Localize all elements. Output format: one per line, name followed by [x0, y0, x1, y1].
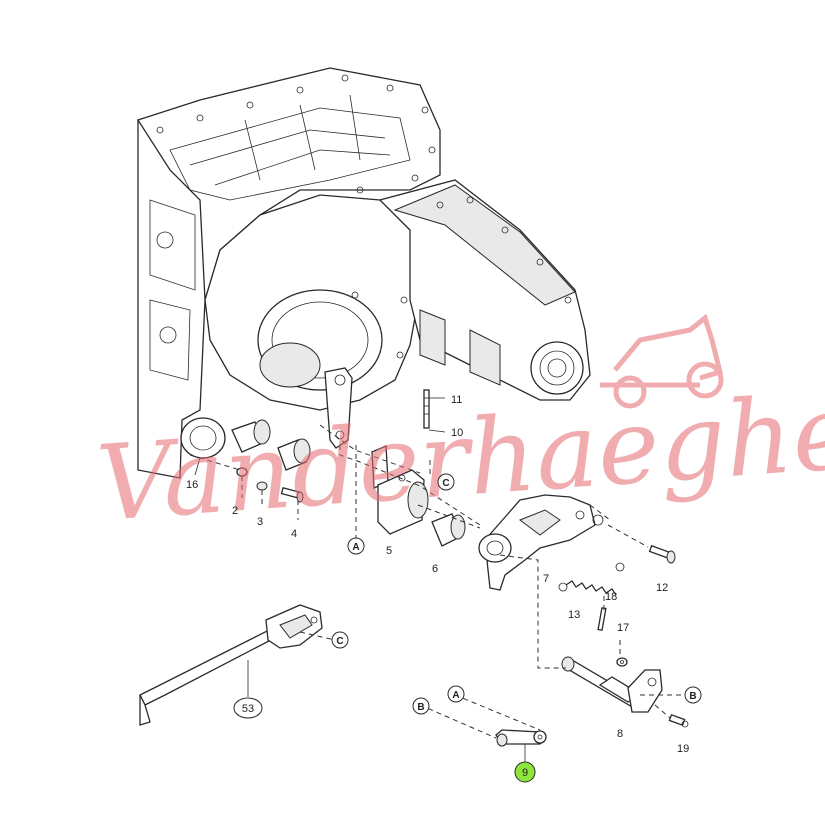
part-12-bolt	[648, 544, 676, 564]
bushing-right	[277, 438, 311, 471]
svg-text:A: A	[452, 690, 459, 701]
callout-B-right: B	[684, 686, 702, 704]
callout-C-lower: C	[331, 631, 349, 649]
label-10: 10	[451, 427, 463, 439]
label-17: 17	[617, 622, 629, 634]
label-19: 19	[677, 743, 689, 755]
svg-text:B: B	[689, 691, 696, 702]
label-6: 6	[432, 563, 438, 575]
callout-A-lower: A	[447, 685, 465, 703]
label-53-badge: 53	[233, 660, 263, 719]
label-18: 18	[605, 591, 617, 603]
highlight-circle[interactable]	[514, 761, 536, 783]
callout-C-upper: C	[437, 473, 455, 491]
label-3: 3	[257, 516, 263, 528]
svg-text:C: C	[336, 636, 343, 647]
label-16: 16	[186, 479, 198, 491]
label-9: 9	[522, 767, 528, 779]
svg-text:C: C	[442, 478, 449, 489]
callouts: A C C B B A	[331, 473, 702, 715]
part-labels: 16 2 3 4 5 6 7 8 10 11 12 13 17 18 19	[186, 394, 689, 755]
part-17-washer	[616, 657, 628, 667]
label-4: 4	[291, 528, 297, 540]
part-13-pin	[597, 607, 607, 631]
label-9-highlight[interactable]: 9	[514, 744, 536, 783]
label-2: 2	[232, 505, 238, 517]
part-7-lever-plate	[478, 494, 604, 591]
label-12: 12	[656, 582, 668, 594]
label-13: 13	[568, 609, 580, 621]
svg-text:A: A	[352, 542, 359, 553]
assembly-lines	[189, 424, 690, 739]
part-18-spring	[558, 562, 625, 596]
part-4-bolt	[280, 486, 304, 503]
svg-text:B: B	[417, 702, 424, 713]
label-7: 7	[543, 573, 549, 585]
tractor-logo	[600, 313, 724, 409]
label-11: 11	[451, 394, 462, 406]
part-8-cross-shaft	[561, 656, 663, 713]
part-53-linkage-rod	[139, 604, 323, 726]
bushing-left	[231, 419, 271, 453]
label-8: 8	[617, 728, 623, 740]
label-53: 53	[242, 703, 254, 715]
part-9-link-rod	[495, 729, 547, 747]
callout-B-lower: B	[412, 697, 430, 715]
transmission-housing	[136, 67, 591, 479]
callout-A-upper: A	[347, 537, 365, 555]
part-10-11-pins	[423, 389, 446, 433]
part-19-grease-nipple	[668, 713, 689, 728]
label-5: 5	[386, 545, 392, 557]
